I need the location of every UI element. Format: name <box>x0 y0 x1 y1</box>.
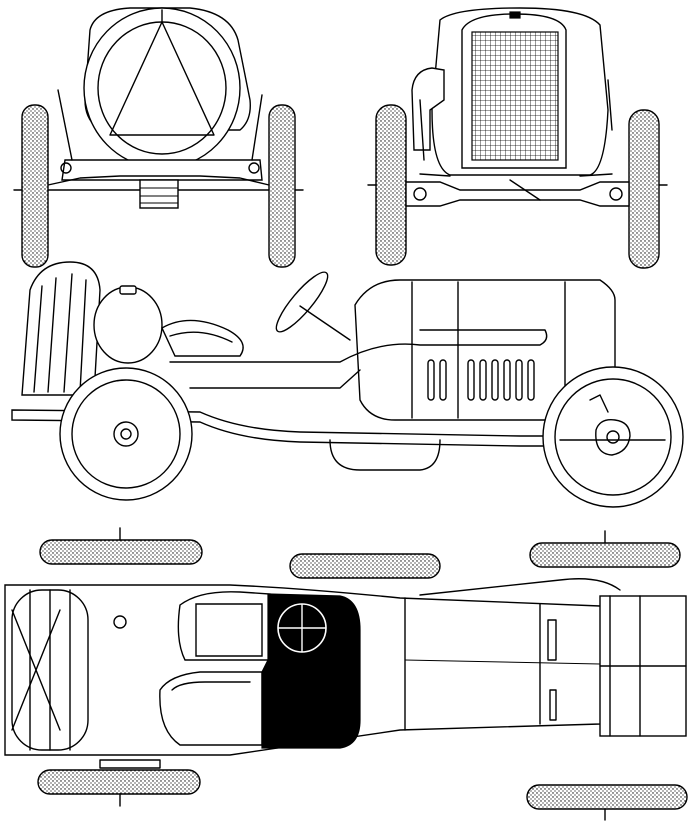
top-view-drawing <box>4 527 688 821</box>
top-cockpit-floor <box>261 593 361 749</box>
top-front-right-wheel <box>526 784 688 810</box>
exhaust-pipe <box>411 67 445 151</box>
rear-tank-box <box>139 179 179 209</box>
rear-spare-tire <box>83 7 241 169</box>
steering-column <box>299 305 351 341</box>
side-fuel-tank <box>93 286 163 364</box>
side-view-drawing <box>11 261 684 508</box>
side-seat <box>161 319 244 357</box>
front-view-drawing <box>367 7 668 269</box>
side-spare-tires <box>21 261 101 396</box>
rear-axle-frame <box>61 159 263 181</box>
steering-wheel <box>275 271 329 333</box>
rear-tire-strap <box>109 21 215 136</box>
rear-left-wheel <box>21 104 49 268</box>
side-rear-wheel <box>59 367 193 501</box>
rear-view-drawing <box>13 7 304 268</box>
body-sweep-line <box>169 329 548 363</box>
top-seat-right <box>159 671 263 746</box>
hood-louvres <box>427 359 535 401</box>
front-axle <box>405 181 630 207</box>
front-right-wheel <box>628 109 660 269</box>
front-left-wheel <box>375 104 407 266</box>
top-rear-right-wheel <box>37 769 201 795</box>
side-front-hub <box>595 419 631 456</box>
top-front-left-wheel <box>289 553 441 579</box>
radiator-cap <box>509 11 521 19</box>
radiator-grille <box>471 31 559 161</box>
rear-right-wheel <box>268 104 296 268</box>
top-front-right-axle-wheel <box>529 542 681 568</box>
top-exhaust <box>419 578 621 596</box>
top-rear-left-wheel <box>39 539 203 565</box>
